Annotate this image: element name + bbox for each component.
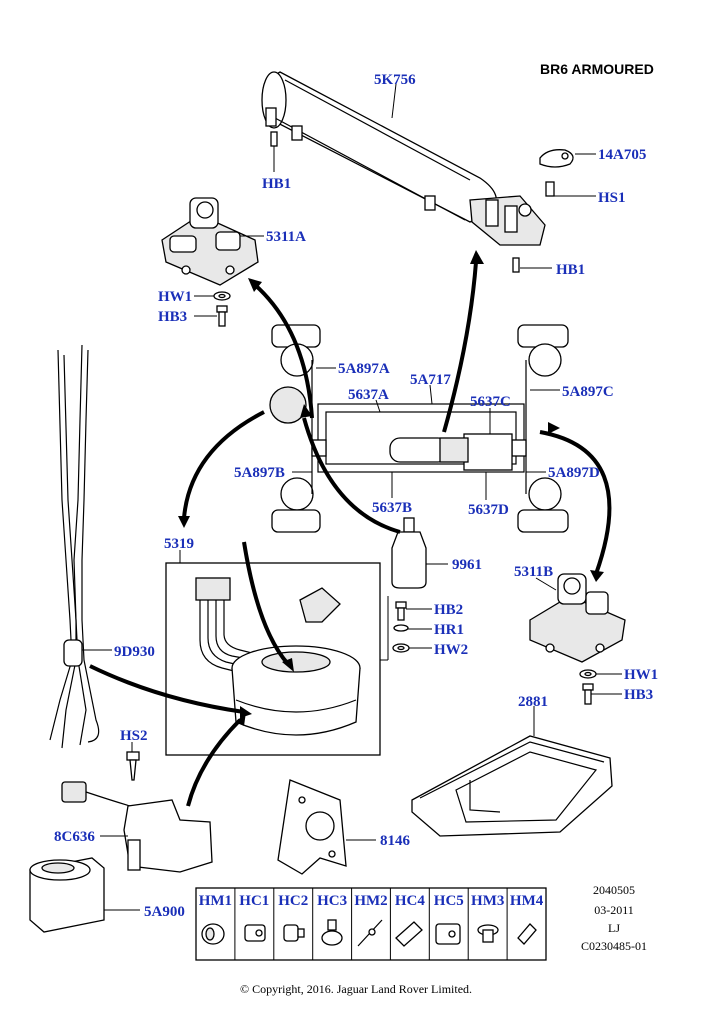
- label-5a897b: 5A897B: [234, 465, 285, 481]
- label-hb3-b: HB3: [624, 687, 653, 703]
- label-5311b: 5311B: [514, 564, 553, 580]
- label-5a897a: 5A897A: [338, 361, 390, 377]
- label-5a900: 5A900: [144, 904, 185, 920]
- cover-5a900-illustration: [29, 857, 105, 933]
- clip-hc1-icon: [244, 924, 266, 942]
- stud-hm4-icon: [517, 923, 537, 945]
- label-hr1: HR1: [434, 622, 464, 638]
- legend-hc5: HC5: [434, 893, 464, 909]
- label-14a705: 14A705: [598, 147, 646, 163]
- drawing-code: 2040505: [593, 883, 635, 897]
- drawing-metadata: 2040505 03-2011 LJ C0230485-01: [581, 883, 647, 953]
- label-5a897d: 5A897D: [548, 465, 600, 481]
- washer-hw1-illustration: [213, 291, 231, 301]
- label-2881: 2881: [518, 694, 548, 710]
- wiring-harness-illustration: [49, 344, 100, 749]
- ring-hr1-illustration: [393, 624, 409, 632]
- grommet-icon: [201, 923, 225, 945]
- label-hb3-a: HB3: [158, 309, 187, 325]
- legend-hm2: HM2: [354, 893, 387, 909]
- bolt-hb2-illustration: [395, 601, 407, 621]
- bolt-hb1-lower-illustration: [512, 257, 520, 273]
- kit-5319-illustration: [165, 562, 381, 756]
- drawing-author: LJ: [608, 921, 620, 935]
- label-8c636: 8C636: [54, 829, 95, 845]
- legend-hc3: HC3: [317, 893, 347, 909]
- drawing-reference: C0230485-01: [581, 939, 647, 953]
- legend-hm4: HM4: [510, 893, 544, 909]
- callout-labels: 5K756 HB1 14A705 HS1 HB1 5311A HW1 HB3 5…: [54, 72, 658, 920]
- label-8146: 8146: [380, 833, 411, 849]
- legend-hc4: HC4: [395, 893, 426, 909]
- compressor-8c636-illustration: [61, 781, 213, 873]
- label-5637b: 5637B: [372, 500, 412, 516]
- flow-arrows: [89, 250, 612, 807]
- tray-2881-illustration: [411, 735, 613, 837]
- label-9d930: 9D930: [114, 644, 155, 660]
- bottle-9961-illustration: [391, 517, 427, 589]
- bolt-hb3-illustration: [216, 305, 228, 327]
- label-5319: 5319: [164, 536, 194, 552]
- hardware-legend: HM1 HC1 HC2 HC3 HM2 HC4 HC5 HM3 HM4: [195, 887, 547, 961]
- legend-hc1: HC1: [239, 893, 269, 909]
- label-hb1-lower: HB1: [556, 262, 585, 278]
- fuel-tank-illustration: [261, 71, 546, 246]
- cable-tie-icon: [357, 919, 383, 947]
- label-hw2: HW2: [434, 642, 468, 658]
- clip-14a705-illustration: [539, 149, 574, 197]
- clip-hc2-icon: [283, 924, 305, 942]
- diagram-title: BR6 ARMOURED: [540, 61, 654, 77]
- label-hb2: HB2: [434, 602, 463, 618]
- pump-5311a-illustration: [161, 197, 259, 286]
- label-5637c: 5637C: [470, 394, 511, 410]
- washer-hw1b-illustration: [579, 669, 597, 679]
- label-hs2: HS2: [120, 728, 148, 744]
- label-5a897c: 5A897C: [562, 384, 614, 400]
- pump-5311b-illustration: [529, 573, 626, 663]
- label-9961: 9961: [452, 557, 482, 573]
- legend-hm1: HM1: [199, 893, 232, 909]
- clip-hc5-icon: [435, 923, 461, 945]
- label-5637d: 5637D: [468, 502, 509, 518]
- legend-hc2: HC2: [278, 893, 308, 909]
- bolt-hb3b-illustration: [582, 683, 594, 705]
- label-5637a: 5637A: [348, 387, 389, 403]
- plug-hm3-icon: [477, 924, 499, 943]
- label-5k756: 5K756: [374, 72, 416, 88]
- washer-hw2-illustration: [392, 643, 410, 653]
- label-hw1-a: HW1: [158, 289, 192, 305]
- legend-hm3: HM3: [471, 893, 504, 909]
- label-5311a: 5311A: [266, 229, 306, 245]
- chassis-layout-illustration: [269, 324, 569, 533]
- label-5a717: 5A717: [410, 372, 451, 388]
- copyright-notice: © Copyright, 2016. Jaguar Land Rover Lim…: [240, 982, 472, 996]
- clip-hc3-icon: [321, 919, 343, 946]
- screw-hs2-illustration: [126, 751, 140, 781]
- drawing-date: 03-2011: [594, 903, 634, 917]
- clip-hc4-icon: [395, 921, 423, 947]
- bracket-8146-illustration: [277, 779, 347, 875]
- leader-lines: [82, 83, 622, 911]
- label-hb1-upper: HB1: [262, 176, 291, 192]
- label-hw1-b: HW1: [624, 667, 658, 683]
- label-hs1: HS1: [598, 190, 626, 206]
